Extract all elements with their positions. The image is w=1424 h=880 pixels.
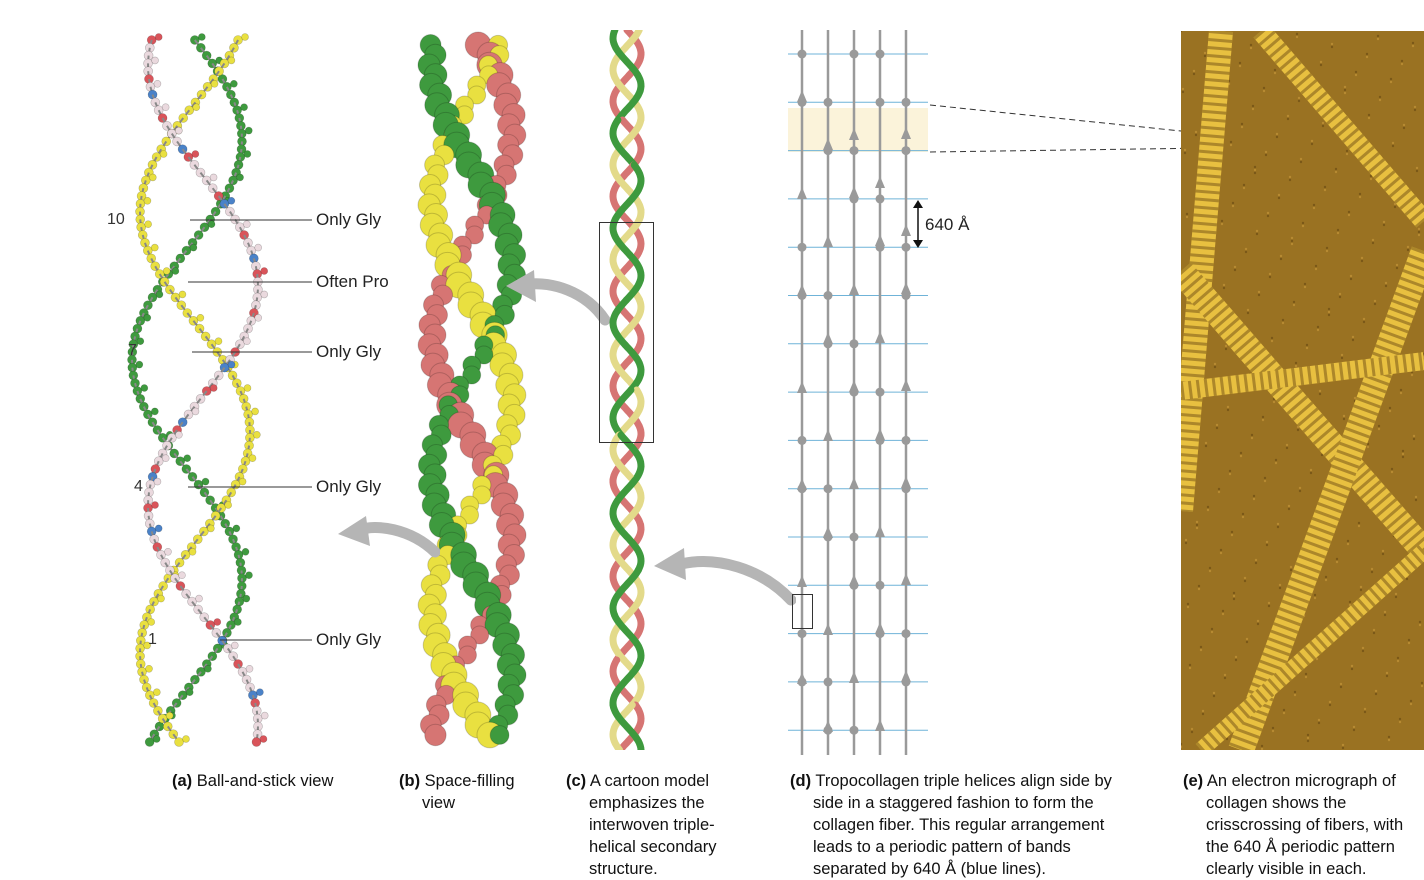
caption-e-line2: collagen shows the: [1183, 792, 1423, 814]
period-label: 640 Å: [925, 215, 969, 235]
caption-e-letter: (e): [1183, 772, 1203, 790]
electron-micrograph: [1181, 31, 1424, 750]
caption-e-line1: An electron micrograph of: [1207, 772, 1396, 790]
arrow-b-to-a: [330, 500, 440, 570]
caption-b-line2: view: [399, 792, 549, 814]
staggered-fiber-diagram: [780, 30, 1240, 755]
caption-b-letter: (b): [399, 772, 420, 790]
caption-a: (a) Ball-and-stick view: [172, 770, 333, 792]
residue-number-10: 10: [107, 211, 125, 229]
caption-e-line4: the 640 Å periodic pattern: [1183, 836, 1423, 858]
caption-a-letter: (a): [172, 772, 192, 790]
caption-d-line4: leads to a periodic pattern of bands: [790, 836, 1170, 858]
space-filling-model: [395, 30, 555, 750]
label-only-gly-mid: Only Gly: [316, 342, 381, 362]
caption-b: (b) Space-filling view: [399, 770, 549, 814]
caption-a-text: Ball-and-stick view: [197, 772, 334, 790]
caption-d-letter: (d): [790, 772, 811, 790]
label-only-gly-bottom: Only Gly: [316, 630, 381, 650]
caption-d-line3: collagen fiber. This regular arrangement: [790, 814, 1170, 836]
caption-c-letter: (c): [566, 772, 586, 790]
caption-e: (e) An electron micrograph of collagen s…: [1183, 770, 1423, 880]
caption-b-line1: Space-filling: [425, 772, 515, 790]
residue-number-4: 4: [134, 478, 143, 496]
caption-c-line3: interwoven triple-: [566, 814, 766, 836]
label-only-gly-lower: Only Gly: [316, 477, 381, 497]
caption-d-line2: side in a staggered fashion to form the: [790, 792, 1170, 814]
caption-d-line1: Tropocollagen triple helices align side …: [815, 772, 1112, 790]
caption-c-line5: structure.: [566, 858, 766, 880]
caption-c-line4: helical secondary: [566, 836, 766, 858]
arrow-c-to-b: [500, 260, 610, 330]
zoom-box-c: [599, 222, 654, 443]
caption-e-line5: clearly visible in each.: [1183, 858, 1423, 880]
residue-number-1: 1: [148, 631, 157, 649]
label-leader-lines: [180, 200, 320, 660]
zoom-box-d: [792, 594, 813, 629]
label-often-pro: Often Pro: [316, 272, 389, 292]
arrow-d-to-c: [646, 530, 796, 610]
caption-c: (c) A cartoon model emphasizes the inter…: [566, 770, 766, 880]
label-only-gly-top: Only Gly: [316, 210, 381, 230]
caption-c-line2: emphasizes the: [566, 792, 766, 814]
caption-d: (d) Tropocollagen triple helices align s…: [790, 770, 1170, 880]
caption-c-line1: A cartoon model: [590, 772, 709, 790]
residue-number-7: 7: [128, 342, 137, 360]
caption-d-line5: separated by 640 Å (blue lines).: [790, 858, 1170, 880]
caption-e-line3: crisscrossing of fibers, with: [1183, 814, 1423, 836]
